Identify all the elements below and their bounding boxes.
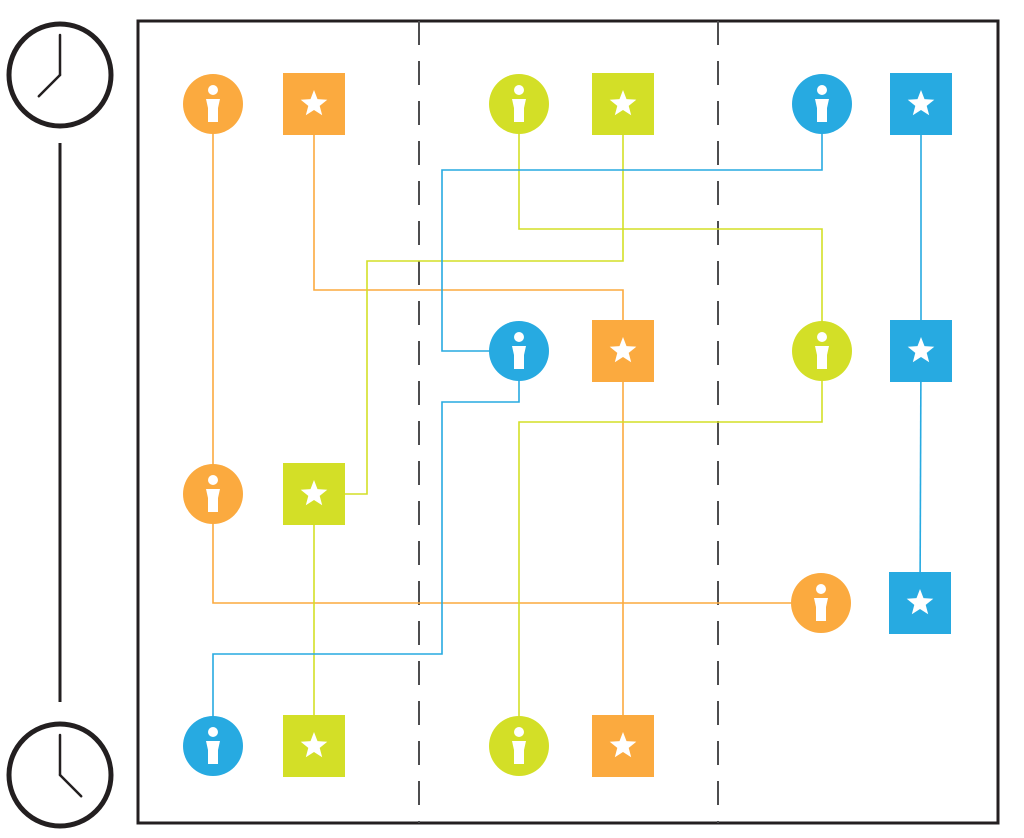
star-icon <box>300 480 328 506</box>
star-node-blue-star-c <box>889 572 951 634</box>
person-icon <box>815 85 829 122</box>
star-node-orange-star-c <box>592 715 654 777</box>
person-node-blue-person-c <box>183 716 243 776</box>
person-node-blue-person-b <box>489 321 549 381</box>
star-icon <box>609 337 637 363</box>
star-node-green-star-c <box>283 715 345 777</box>
person-icon <box>814 584 828 621</box>
star-icon <box>609 732 637 758</box>
person-icon <box>206 475 220 512</box>
star-icon <box>907 337 935 363</box>
star-node-green-star-b <box>283 463 345 525</box>
person-node-blue-person-a <box>792 74 852 134</box>
connection-blue-blue-person-a-to-blue-person-b <box>441 104 823 352</box>
star-icon <box>609 90 637 116</box>
connection-lines <box>212 104 922 746</box>
connection-green-green-star-a-to-green-star-b <box>314 104 624 495</box>
person-icon <box>815 332 829 369</box>
outer-frame <box>136 19 1000 825</box>
person-icon <box>206 727 220 764</box>
star-node-blue-star-a <box>890 73 952 135</box>
person-icon <box>512 727 526 764</box>
person-icon <box>206 85 220 122</box>
star-node-orange-star-b <box>592 320 654 382</box>
connection-green-green-person-a-to-green-person-b <box>518 104 823 351</box>
person-icon <box>512 332 526 369</box>
connection-blue-blue-star-b-to-blue-star-c <box>919 350 922 604</box>
person-node-green-person-c <box>489 716 549 776</box>
person-icon <box>512 85 526 122</box>
star-icon <box>906 589 934 615</box>
connection-green-green-person-b-to-green-person-c <box>518 351 823 746</box>
star-icon <box>300 732 328 758</box>
connection-blue-blue-person-b-to-blue-person-c <box>212 351 520 746</box>
star-node-blue-star-b <box>890 320 952 382</box>
star-node-green-star-a <box>592 73 654 135</box>
person-node-orange-person-b <box>183 464 243 524</box>
nodes <box>183 73 952 777</box>
person-node-green-person-b <box>792 321 852 381</box>
star-icon <box>907 90 935 116</box>
clock-icon <box>6 21 114 129</box>
connection-orange-orange-star-a-to-orange-star-b <box>313 104 624 351</box>
star-icon <box>300 90 328 116</box>
connection-orange-orange-person-b-to-orange-person-c <box>212 494 821 604</box>
person-node-orange-person-c <box>791 573 851 633</box>
timeline <box>6 21 114 829</box>
star-node-orange-star-a <box>283 73 345 135</box>
clock-icon <box>6 721 114 829</box>
person-node-green-person-a <box>489 74 549 134</box>
person-node-orange-person <box>183 74 243 134</box>
